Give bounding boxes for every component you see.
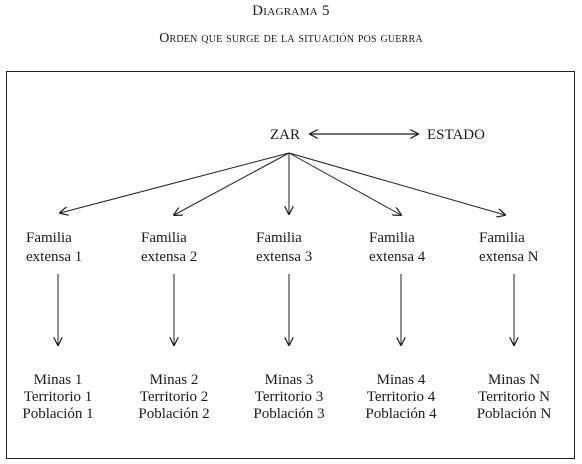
family-n-line2: extensa N [479, 249, 539, 265]
arrow-zar-to-family-1 [60, 152, 290, 213]
family-n-line1: Familia [479, 230, 525, 246]
arrow-zar-to-family-n [288, 152, 505, 215]
diagram-subtitle: Orden que surge de la situación pos guer… [159, 31, 423, 46]
result-3-minas: Minas 3 [264, 372, 314, 388]
result-node-4: Minas 4 Territorio 4 Población 4 [346, 372, 456, 423]
arrow-zar-to-family-2 [174, 152, 290, 215]
result-n-territorio: Territorio N [478, 389, 550, 405]
family-4-line2: extensa 4 [369, 249, 426, 265]
result-2-poblacion: Población 2 [138, 406, 210, 422]
family-node-4: Familia extensa 4 [369, 229, 425, 267]
result-node-1: Minas 1 Territorio 1 Población 1 [3, 372, 113, 423]
family-3-line1: Familia [256, 230, 302, 246]
result-node-2: Minas 2 Territorio 2 Población 2 [119, 372, 229, 423]
diagram-title: Diagrama 5 [252, 3, 330, 19]
family-3-line2: extensa 3 [256, 249, 313, 265]
result-node-n: Minas N Territorio N Población N [459, 372, 569, 423]
family-node-1: Familia extensa 1 [26, 229, 82, 267]
result-1-minas: Minas 1 [33, 372, 83, 388]
result-3-territorio: Territorio 3 [254, 389, 324, 405]
family-node-3: Familia extensa 3 [256, 229, 312, 267]
result-2-territorio: Territorio 2 [139, 389, 209, 405]
result-4-territorio: Territorio 4 [366, 389, 436, 405]
result-4-minas: Minas 4 [376, 372, 426, 388]
diagram-frame [6, 71, 575, 459]
node-zar: ZAR [270, 127, 300, 143]
result-4-poblacion: Población 4 [365, 406, 437, 422]
family-1-line2: extensa 1 [26, 249, 83, 265]
result-node-3: Minas 3 Territorio 3 Población 3 [234, 372, 344, 423]
family-node-2: Familia extensa 2 [141, 229, 197, 267]
result-3-poblacion: Población 3 [253, 406, 325, 422]
result-1-territorio: Territorio 1 [23, 389, 93, 405]
family-2-line2: extensa 2 [141, 249, 198, 265]
result-1-poblacion: Población 1 [22, 406, 94, 422]
family-2-line1: Familia [141, 230, 187, 246]
result-n-minas: Minas N [487, 372, 541, 388]
arrow-zar-to-family-4 [288, 152, 401, 215]
result-2-minas: Minas 2 [149, 372, 199, 388]
family-4-line1: Familia [369, 230, 415, 246]
family-1-line1: Familia [26, 230, 72, 246]
result-n-poblacion: Población N [476, 406, 552, 422]
family-node-n: Familia extensa N [479, 229, 539, 267]
node-estado: ESTADO [427, 127, 485, 143]
